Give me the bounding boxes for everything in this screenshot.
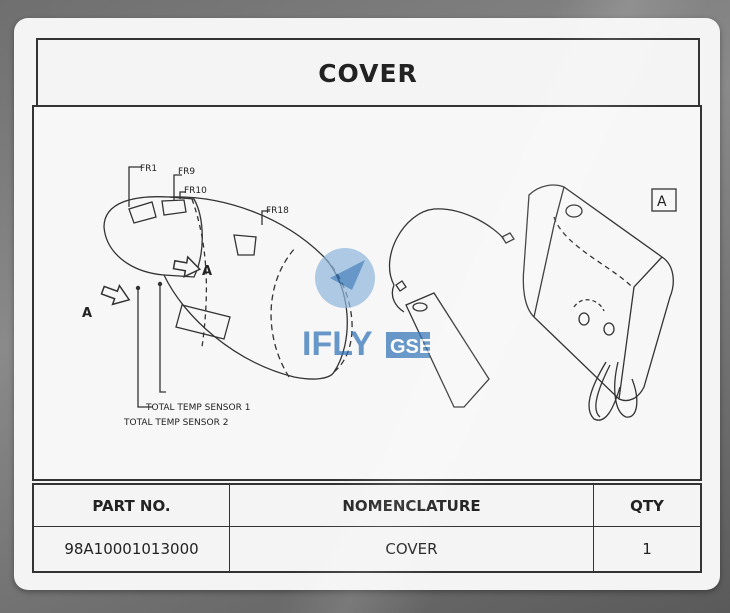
parts-table: PART NO. NOMENCLATURE QTY 98A10001013000…: [32, 483, 702, 573]
cell-nomenclature: COVER: [230, 527, 594, 571]
frame-label-fr10: FR10: [184, 186, 207, 196]
aircraft-nose-drawing: [103, 166, 353, 408]
sensor-cover-drawing: [388, 184, 677, 421]
frame-label-fr9: FR9: [178, 167, 195, 177]
sensor-label-1: TOTAL TEMP SENSOR 1: [145, 403, 250, 413]
header-part-no: PART NO.: [34, 485, 230, 527]
title-box: COVER: [36, 38, 700, 108]
installation-diagram: FR1 FR9 FR10 FR18 A A TOTAL TEMP SENSOR …: [82, 164, 677, 428]
frame-label-fr18: FR18: [266, 206, 289, 216]
frame-label-fr1: FR1: [140, 164, 157, 174]
arrow-label-left: A: [82, 306, 92, 321]
detail-tag: A: [657, 194, 667, 210]
cell-qty: 1: [642, 540, 652, 558]
sensor-label-2: TOTAL TEMP SENSOR 2: [123, 418, 228, 428]
placard-title: COVER: [318, 58, 418, 88]
diagram-panel: FR1 FR9 FR10 FR18 A A TOTAL TEMP SENSOR …: [32, 105, 702, 481]
arrow-label-right: A: [202, 264, 212, 279]
placard: COVER: [14, 18, 720, 590]
view-arrows: [100, 255, 202, 306]
header-nomenclature: NOMENCLATURE: [230, 485, 594, 527]
cell-part-no: 98A10001013000: [34, 527, 230, 571]
header-qty: QTY: [594, 485, 700, 527]
sensor-2-dot: [157, 281, 163, 287]
sensor-1-dot: [135, 285, 141, 291]
